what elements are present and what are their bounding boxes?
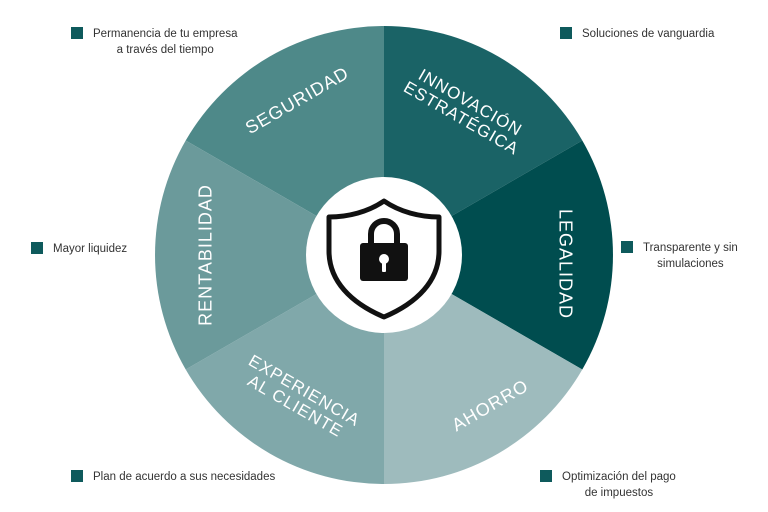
- note-permanencia: Permanencia de tu empresa a través del t…: [71, 26, 237, 58]
- note-bullet-icon: [560, 27, 572, 39]
- note-bullet-icon: [71, 27, 83, 39]
- note-permanencia-line2: a través del tiempo: [116, 44, 214, 56]
- note-optimizacion: Optimización del pago de impuestos: [540, 469, 676, 501]
- note-bullet-icon: [540, 470, 552, 482]
- note-optimizacion-line2: de impuestos: [584, 487, 654, 499]
- segment-label-legalidad: LEGALIDAD: [556, 209, 576, 319]
- segment-label-line: RENTABILIDAD: [195, 184, 215, 326]
- segment-rentabilidad: [155, 140, 384, 370]
- note-transparente-line1: Transparente y sin: [643, 242, 738, 254]
- note-optimizacion-line1: Optimización del pago: [562, 471, 676, 483]
- note-bullet-icon: [71, 470, 83, 482]
- note-plan-line1: Plan de acuerdo a sus necesidades: [93, 471, 276, 483]
- note-plan: Plan de acuerdo a sus necesidades: [71, 469, 275, 485]
- note-vanguardia-line1: Soluciones de vanguardia: [582, 28, 715, 40]
- segment-label-line: LEGALIDAD: [556, 209, 576, 319]
- note-bullet-icon: [31, 242, 43, 254]
- note-liquidez-line1: Mayor liquidez: [53, 243, 128, 255]
- note-transparente-line2: simulaciones: [657, 258, 724, 270]
- note-bullet-icon: [621, 241, 633, 253]
- note-liquidez: Mayor liquidez: [31, 241, 127, 257]
- segment-legalidad: [384, 140, 613, 370]
- note-transparente: Transparente y sin simulaciones: [621, 240, 738, 272]
- shield-lock-icon: [326, 198, 442, 320]
- segment-label-rentabilidad: RENTABILIDAD: [195, 184, 215, 326]
- note-vanguardia: Soluciones de vanguardia: [560, 26, 714, 42]
- note-permanencia-line1: Permanencia de tu empresa: [93, 28, 238, 40]
